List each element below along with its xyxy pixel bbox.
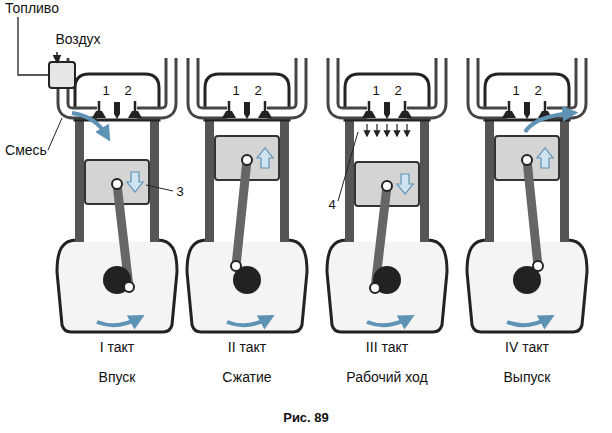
valve-number: 2 xyxy=(394,84,401,98)
stroke-number: IV такт xyxy=(505,340,549,355)
valve-number: 1 xyxy=(372,84,379,98)
mixture-label: Смесь xyxy=(5,143,47,158)
valve-number: 2 xyxy=(124,84,131,98)
valve-number: 2 xyxy=(254,84,261,98)
stroke-name: Рабочий ход xyxy=(346,370,427,385)
valve-number: 1 xyxy=(232,84,239,98)
stroke-number: II такт xyxy=(228,340,266,355)
stroke-number: I такт xyxy=(100,340,135,355)
callout-number: 3 xyxy=(176,185,183,199)
figure-caption: Рис. 89 xyxy=(283,411,329,425)
stroke-number: III такт xyxy=(366,340,408,355)
stroke-name: Впуск xyxy=(99,370,136,385)
stroke-name: Сжатие xyxy=(222,370,271,385)
valve-number: 1 xyxy=(512,84,519,98)
stroke-name: Выпуск xyxy=(504,370,551,385)
valve-number: 1 xyxy=(102,84,109,98)
fuel-label: Топливо xyxy=(5,1,59,16)
air-label: Воздух xyxy=(55,32,100,47)
callout-number: 4 xyxy=(328,198,335,212)
valve-number: 2 xyxy=(534,84,541,98)
